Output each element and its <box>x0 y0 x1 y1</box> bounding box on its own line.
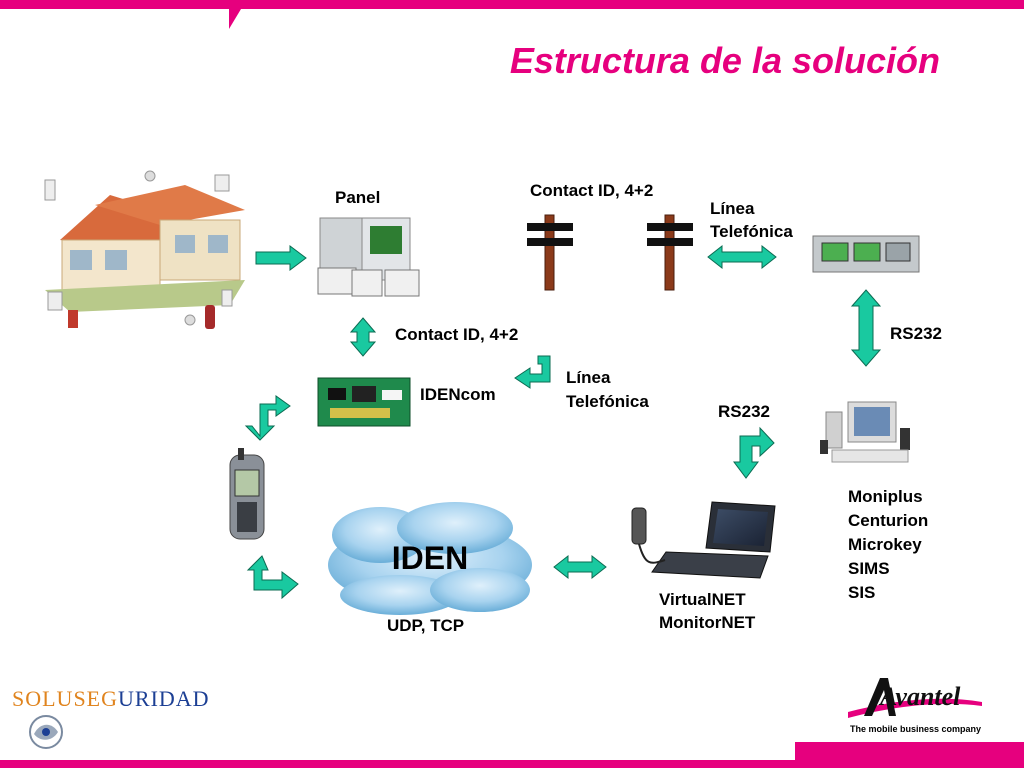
arrow-pole-to-receiver <box>707 244 777 270</box>
software-list: Moniplus Centurion Microkey SIMS SIS <box>848 485 928 605</box>
label-iden: IDEN <box>391 540 469 576</box>
top-white-tab <box>0 9 232 29</box>
arrow-phone-to-cloud <box>246 555 299 600</box>
bottom-accent-bar <box>0 760 1024 768</box>
arrow-phone-to-idencom <box>244 395 291 441</box>
software-item: Moniplus <box>848 487 923 506</box>
software-item: SIMS <box>848 559 890 578</box>
software-item: SIS <box>848 583 876 602</box>
cell-phone-illustration <box>229 448 265 540</box>
receiver-rack-illustration <box>812 235 920 273</box>
label-virtualnet: VirtualNET <box>659 590 746 609</box>
label-panel: Panel <box>335 188 381 207</box>
software-item: Centurion <box>848 511 929 530</box>
label-rs232-mid: RS232 <box>718 402 770 421</box>
label-telefonica-mid: Telefónica <box>566 392 649 411</box>
laptop-illustration <box>631 501 776 579</box>
label-linea-mid: Línea <box>566 368 611 387</box>
label-monitornet: MonitorNET <box>659 613 756 632</box>
arrow-panel-to-idencom <box>349 317 377 357</box>
arrow-idencom-to-phone-line <box>514 355 551 389</box>
label-contact-id-mid: Contact ID, 4+2 <box>395 325 519 344</box>
alarm-panel-illustration <box>317 217 420 297</box>
label-linea-top: Línea <box>710 199 755 218</box>
arrow-receiver-to-pc <box>850 289 882 367</box>
avantel-logo-mark <box>848 678 982 718</box>
label-telefonica-top: Telefónica <box>710 222 793 241</box>
bottom-right-accent-block <box>795 742 1024 768</box>
label-rs232-right: RS232 <box>890 324 942 343</box>
label-idencom: IDENcom <box>420 385 496 404</box>
iden-cloud <box>328 502 532 615</box>
arrow-house-to-panel <box>255 245 307 271</box>
soluseguridad-emblem-icon <box>29 715 63 749</box>
desktop-computer-illustration <box>820 401 910 463</box>
idencom-board-illustration <box>317 377 411 427</box>
telephone-pole-right <box>647 214 693 291</box>
label-udp-tcp: UDP, TCP <box>387 616 465 635</box>
arrow-pc-to-laptop <box>733 426 775 479</box>
arrow-cloud-to-laptop <box>553 554 607 580</box>
avantel-wordmark: Avantel <box>880 682 961 711</box>
house-illustration <box>44 170 245 329</box>
logo-left-part1: SOLUSEG <box>12 686 119 711</box>
telephone-pole-left <box>527 214 573 291</box>
soluseguridad-logo: SOLUSEGURIDAD <box>12 686 210 712</box>
page-title: Estructura de la solución <box>509 40 940 81</box>
software-item: Microkey <box>848 535 922 554</box>
avantel-tagline: The mobile business company <box>850 724 982 734</box>
top-accent-bar <box>0 0 1024 9</box>
label-contact-id-top: Contact ID, 4+2 <box>530 181 654 200</box>
logo-left-part2: URIDAD <box>118 686 210 711</box>
